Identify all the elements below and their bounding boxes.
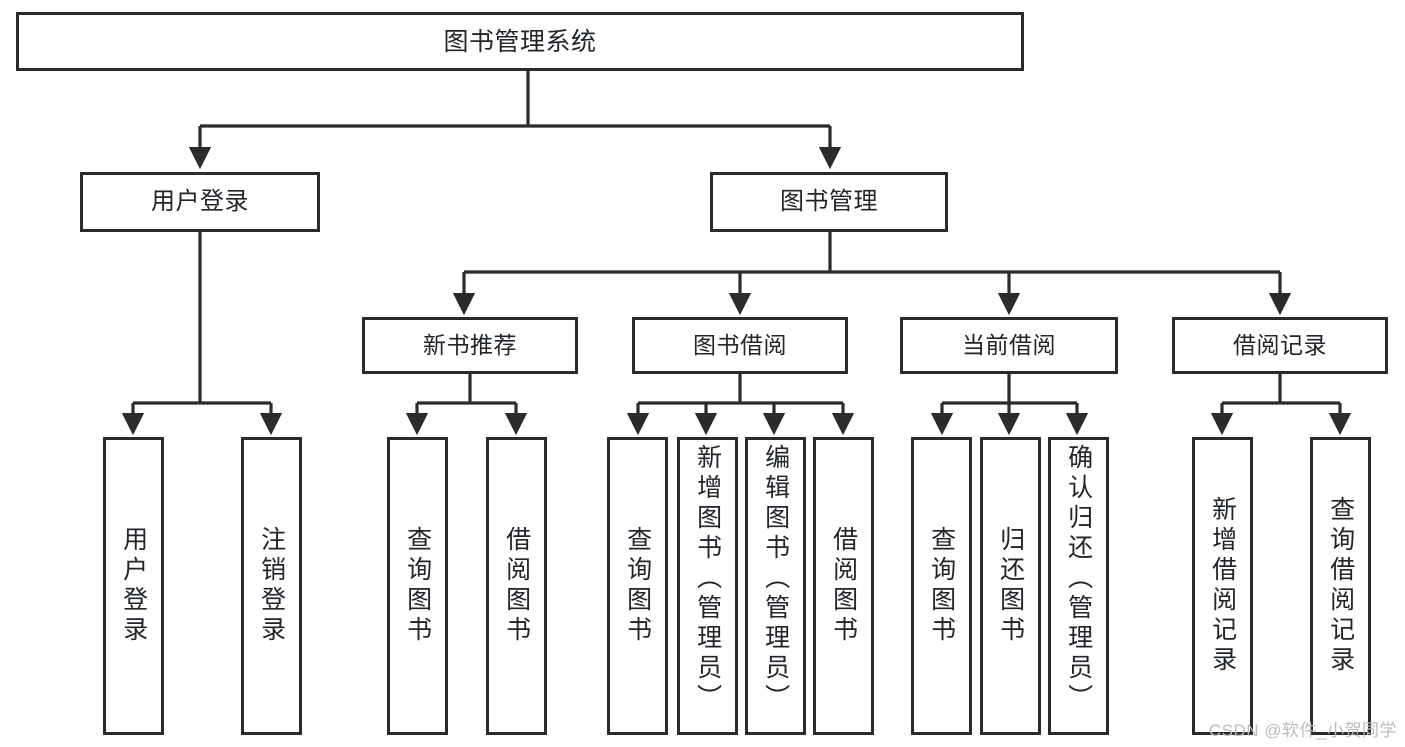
leaf-label: 查询借阅记录 <box>1326 496 1355 676</box>
leaf-user-login-login[interactable]: 用户登录 <box>103 437 164 735</box>
node-new-book-recommend[interactable]: 新书推荐 <box>362 317 578 374</box>
node-borrow-record[interactable]: 借阅记录 <box>1172 317 1388 374</box>
leaf-book-borrow-borrow[interactable]: 借阅图书 <box>813 437 874 735</box>
node-label: 图书借阅 <box>693 331 787 358</box>
node-user-login[interactable]: 用户登录 <box>80 172 320 232</box>
node-label: 新书推荐 <box>423 331 517 358</box>
leaf-label: 确认归还（管理员） <box>1064 444 1093 714</box>
leaf-current-borrow-query[interactable]: 查询图书 <box>911 437 972 735</box>
leaf-label: 用户登录 <box>119 526 148 646</box>
node-root-system[interactable]: 图书管理系统 <box>16 12 1024 71</box>
leaf-label: 查询图书 <box>927 526 956 646</box>
leaf-borrow-record-add[interactable]: 新增借阅记录 <box>1192 437 1253 735</box>
node-label: 图书管理 <box>780 187 878 215</box>
node-current-borrow[interactable]: 当前借阅 <box>900 317 1118 374</box>
node-label: 当前借阅 <box>962 331 1056 358</box>
leaf-new-book-borrow[interactable]: 借阅图书 <box>486 437 547 735</box>
leaf-label: 借阅图书 <box>502 526 531 646</box>
leaf-book-borrow-add[interactable]: 新增图书（管理员） <box>677 437 738 735</box>
watermark-text: CSDN @软件_小贺同学 <box>1208 721 1397 740</box>
leaf-label: 查询图书 <box>403 526 432 646</box>
leaf-label: 查询图书 <box>623 526 652 646</box>
node-book-borrow[interactable]: 图书借阅 <box>632 317 848 374</box>
leaf-label: 编辑图书（管理员） <box>761 444 790 714</box>
node-label: 用户登录 <box>151 187 249 215</box>
leaf-book-borrow-query[interactable]: 查询图书 <box>607 437 668 735</box>
leaf-label: 借阅图书 <box>829 526 858 646</box>
leaf-current-borrow-return[interactable]: 归还图书 <box>980 437 1041 735</box>
leaf-label: 归还图书 <box>996 526 1025 646</box>
leaf-current-borrow-confirm-return[interactable]: 确认归还（管理员） <box>1048 437 1109 735</box>
node-book-management[interactable]: 图书管理 <box>710 172 948 232</box>
leaf-borrow-record-query[interactable]: 查询借阅记录 <box>1310 437 1371 735</box>
node-label: 图书管理系统 <box>443 27 597 56</box>
leaf-user-login-logout[interactable]: 注销登录 <box>241 437 302 735</box>
node-label: 借阅记录 <box>1233 331 1327 358</box>
leaf-book-borrow-edit[interactable]: 编辑图书（管理员） <box>745 437 806 735</box>
leaf-label: 新增图书（管理员） <box>693 444 722 714</box>
leaf-label: 新增借阅记录 <box>1208 496 1237 676</box>
leaf-label: 注销登录 <box>257 526 286 646</box>
leaf-new-book-query[interactable]: 查询图书 <box>387 437 448 735</box>
